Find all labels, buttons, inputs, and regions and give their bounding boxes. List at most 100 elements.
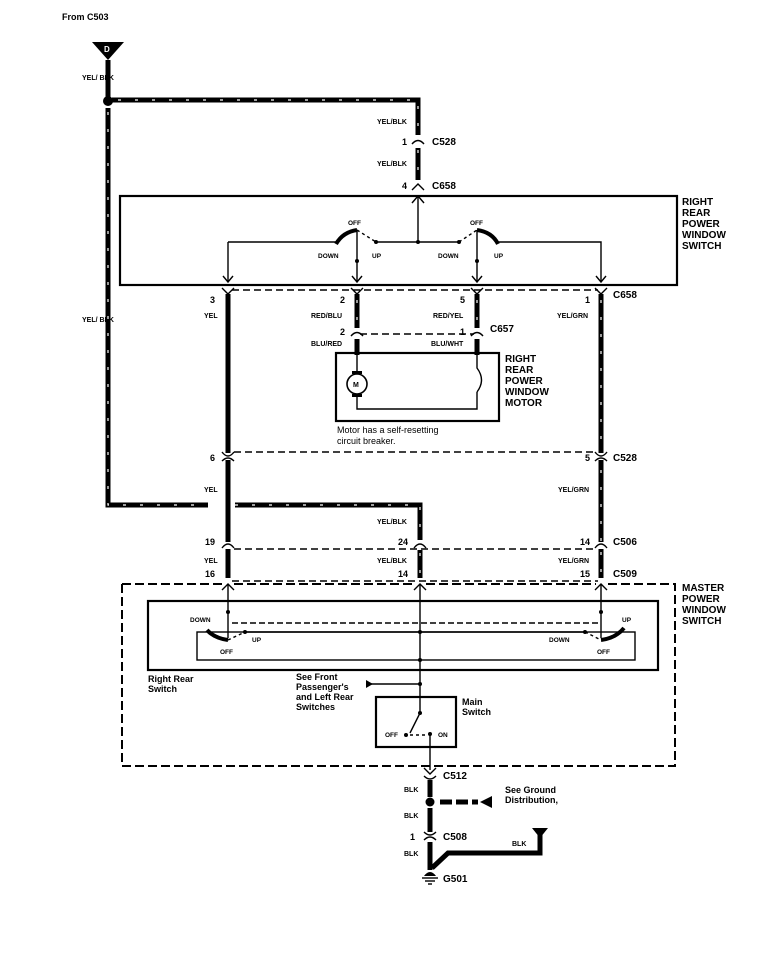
- wire-label-blk-1: BLK: [404, 787, 418, 794]
- connector-c528-symbol: [411, 139, 425, 145]
- ground-symbol-icon: [422, 872, 438, 885]
- wire-label-yel-grn-2: YEL/GRN: [558, 487, 589, 494]
- main-switch-label-1: Main: [462, 697, 483, 707]
- svg-text:RIGHT: RIGHT: [682, 197, 713, 208]
- svg-text:WINDOW: WINDOW: [682, 605, 726, 616]
- wire-label-yel-3: YEL: [204, 558, 218, 565]
- c528-mark-right: [594, 451, 608, 457]
- c528-mark-left-2: [221, 457, 235, 462]
- connector-c658-symbol: [411, 183, 425, 191]
- pin-c528-5: 5: [585, 453, 590, 463]
- pin-c658-1: 1: [585, 295, 590, 305]
- c528-mark-right-2: [594, 457, 608, 462]
- wire-label-blk-4: BLK: [512, 841, 526, 848]
- pin-c509-14: 14: [398, 569, 408, 579]
- wire-blk-4: [430, 835, 543, 870]
- svg-text:SWITCH: SWITCH: [682, 241, 721, 252]
- connector-c528-top: C528: [432, 137, 456, 148]
- wire-label-blk-3: BLK: [404, 851, 418, 858]
- pin-c658-top: 4: [402, 181, 407, 191]
- master-sw1-down: DOWN: [190, 617, 211, 624]
- wire-label-top2: YEL/BLK: [377, 161, 407, 168]
- wire-label-feed: YEL/ BLK: [82, 75, 114, 82]
- master-sw2-up: UP: [622, 617, 632, 624]
- source-label: From C503: [62, 12, 109, 22]
- pin-c509-15: 15: [580, 569, 590, 579]
- rr-sw1-down: DOWN: [318, 253, 339, 260]
- wire-label-red-yel: RED/YEL: [433, 313, 464, 320]
- svg-text:POWER: POWER: [505, 376, 544, 387]
- c512-mark-2: [423, 775, 437, 780]
- motor-note-line2: circuit breaker.: [337, 436, 396, 446]
- right-rear-switch-label-1: Right Rear: [148, 674, 194, 684]
- c508-mark: [423, 831, 437, 836]
- rr-switch-internals: [222, 194, 607, 284]
- rr-switch-label: RIGHT REAR POWER WINDOW SWITCH: [682, 197, 726, 252]
- main-switch-internals: [404, 711, 432, 770]
- connector-c657-label: C657: [490, 324, 514, 335]
- pin-c506-14: 14: [580, 537, 590, 547]
- c506-mark-mid: [413, 543, 427, 549]
- connector-c508-label: C508: [443, 832, 467, 843]
- pin-c506-24: 24: [398, 537, 408, 547]
- svg-text:Switches: Switches: [296, 702, 335, 712]
- motor-symbol-label: M: [353, 382, 359, 389]
- motor-note-line1: Motor has a self-resetting: [337, 425, 439, 435]
- ground-splice-dot: [425, 797, 435, 807]
- master-sw2-off: OFF: [597, 649, 610, 656]
- svg-text:RIGHT: RIGHT: [505, 354, 536, 365]
- pin-c528-6: 6: [210, 453, 215, 463]
- wire-label-yel-blk-mid: YEL/BLK: [377, 519, 407, 526]
- rr-sw2-off: OFF: [470, 220, 483, 227]
- svg-text:REAR: REAR: [682, 208, 711, 219]
- rr-sw2-up: UP: [494, 253, 504, 260]
- svg-text:REAR: REAR: [505, 365, 534, 376]
- svg-text:MASTER: MASTER: [682, 583, 725, 594]
- pin-c528-top: 1: [402, 137, 407, 147]
- pin-c658-3: 3: [210, 295, 215, 305]
- connector-c512-label: C512: [443, 771, 467, 782]
- splice-dot: [103, 96, 113, 106]
- wire-label-blk-2: BLK: [404, 813, 418, 820]
- pin-c509-16: 16: [205, 569, 215, 579]
- c508-mark-2: [423, 836, 437, 841]
- master-switch-outline: [121, 583, 676, 767]
- rr-motor-box: [334, 351, 501, 423]
- master-sw1-off: OFF: [220, 649, 233, 656]
- wire-label-yel-grn-3: YEL/GRN: [558, 558, 589, 565]
- see-front-passenger-note: See Front Passenger's and Left Rear Swit…: [296, 672, 354, 712]
- master-window-switch-box: [146, 599, 660, 672]
- c658-connector-marks: [221, 287, 608, 295]
- c657-mark-left: [350, 331, 364, 337]
- wire-label-blu-red: BLU/RED: [311, 341, 342, 348]
- rr-sw2-down: DOWN: [438, 253, 459, 260]
- wire-label-red-blu: RED/BLU: [311, 313, 342, 320]
- pin-c657-1: 1: [460, 327, 465, 337]
- arrow-right-icon: [366, 680, 373, 688]
- arrow-left-icon: [480, 796, 492, 808]
- rr-sw1-up: UP: [372, 253, 382, 260]
- rr-sw1-off: OFF: [348, 220, 361, 227]
- main-switch-label-2: Switch: [462, 707, 491, 717]
- connector-c506-label: C506: [613, 537, 637, 548]
- main-switch-box: [374, 695, 458, 749]
- connector-c509-label: C509: [613, 569, 637, 580]
- wire-label-yel-grn-1: YEL/GRN: [557, 313, 588, 320]
- wire-label-yel-2: YEL: [204, 487, 218, 494]
- master-sw2-down: DOWN: [549, 637, 570, 644]
- ground-note-2: Distribution,: [505, 795, 558, 805]
- svg-text:See Front: See Front: [296, 672, 338, 682]
- ground-note-1: See Ground: [505, 785, 556, 795]
- c528-mark-left: [221, 451, 235, 457]
- pin-c658-2: 2: [340, 295, 345, 305]
- main-switch-on: ON: [438, 732, 448, 739]
- pin-c658-5: 5: [460, 295, 465, 305]
- svg-text:Passenger's: Passenger's: [296, 682, 349, 692]
- source-terminal: D: [92, 42, 124, 60]
- c657-mark-right: [470, 331, 484, 337]
- svg-text:WINDOW: WINDOW: [682, 230, 726, 241]
- pin-c506-19: 19: [205, 537, 215, 547]
- right-rear-switch-label-2: Switch: [148, 684, 177, 694]
- svg-text:SWITCH: SWITCH: [682, 616, 721, 627]
